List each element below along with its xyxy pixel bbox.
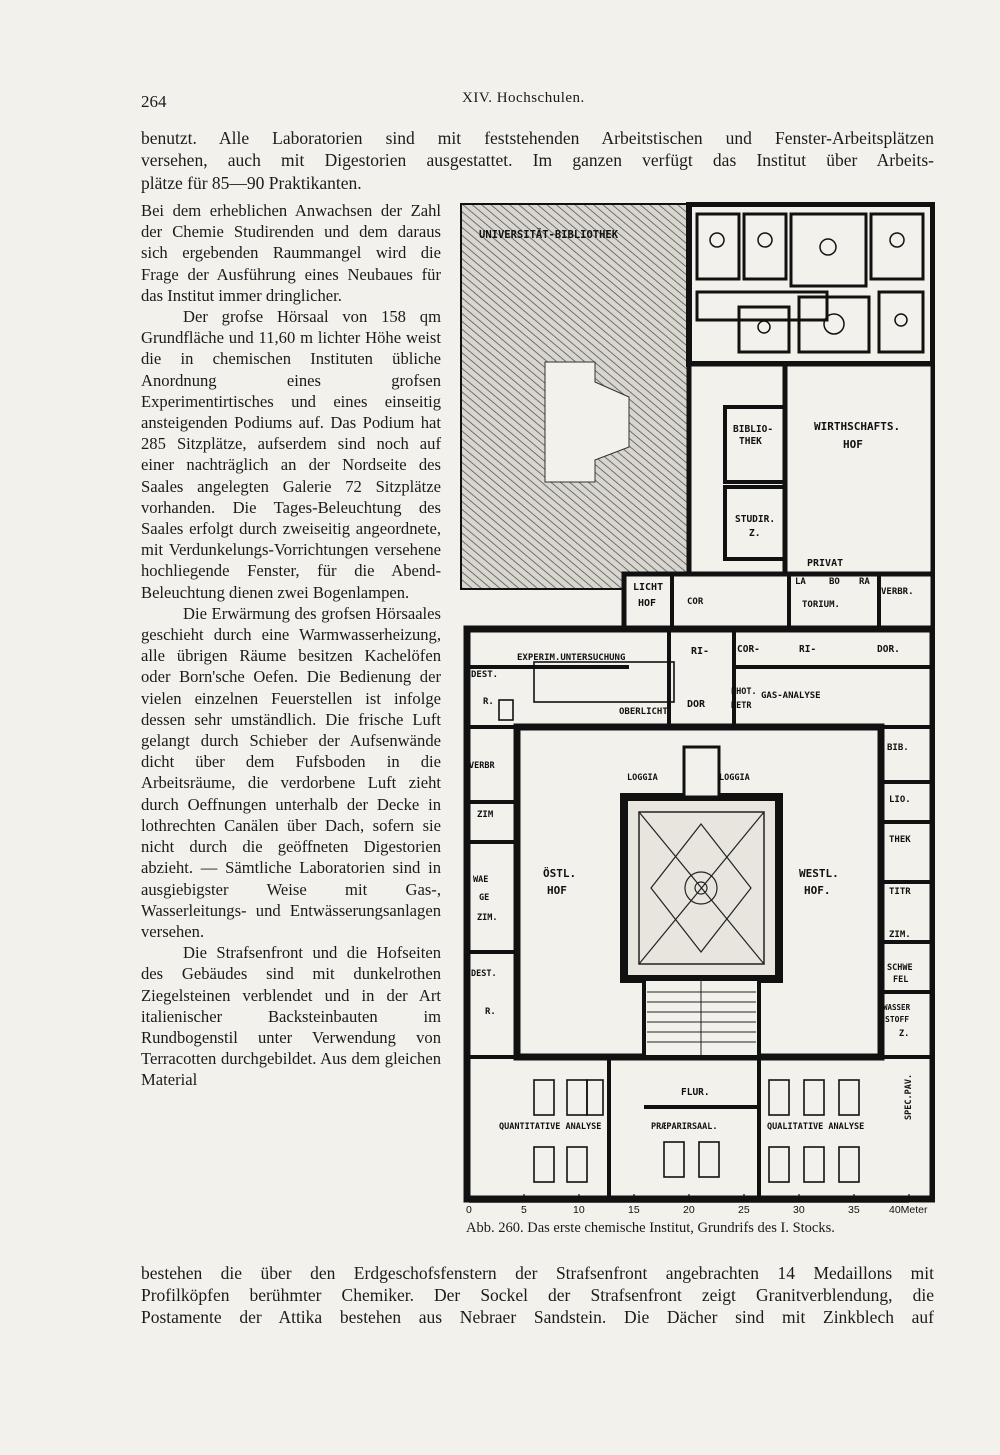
label-verbr-top: VERBR. [881, 587, 914, 597]
floor-plan-figure: UNIVERSITÄT-BIBLIOTHEK WIRTHSCHAFTS. HOF… [460, 202, 935, 1214]
label-quant: QUANTITATIVE ANALYSE [499, 1122, 601, 1132]
label-bo: BO [829, 577, 840, 587]
north-wing-ornaments [709, 232, 908, 335]
label-z: Z. [749, 528, 760, 539]
label-ri: RI- [691, 646, 709, 657]
label-oberlicht: OBERLICHT [619, 707, 668, 717]
label-licht: LICHT [633, 582, 663, 593]
text-line: bestehen die über den Erdgeschofsfenster… [141, 1263, 934, 1283]
label-westl: WESTL. [799, 867, 839, 880]
scale-tick: 5 [521, 1204, 527, 1214]
label-studir: STUDIR. [735, 514, 775, 525]
label-zim: ZIM [477, 810, 494, 820]
label-dest: DEST. [471, 670, 498, 680]
paragraph: Die Strafsenfront und die Hofseiten des … [141, 943, 441, 1090]
label-verbr: VERBR [469, 761, 495, 771]
label-hof-westl: HOF. [804, 884, 831, 897]
figure-caption: Abb. 260. Das erste chemische Institut, … [466, 1220, 835, 1236]
label-qual: QUALITATIVE ANALYSE [767, 1122, 864, 1132]
label-cor-2: COR- [737, 644, 760, 655]
label-universitaet: UNIVERSITÄT-BIBLIOTHEK [479, 227, 619, 241]
north-stair [682, 745, 721, 799]
label-experim: EXPERIM.UNTERSUCHUNG [517, 653, 625, 663]
label-specpav: SPEC.PAV. [904, 1074, 914, 1120]
label-zim-3: ZIM. [889, 930, 911, 940]
label-titr: TITR [889, 887, 911, 897]
label-hof-oestl: HOF [547, 884, 567, 897]
label-hof-licht: HOF [638, 598, 656, 609]
scale-tick: 10 [573, 1204, 585, 1214]
label-lio: LIO. [889, 795, 911, 805]
paragraph: Der grofse Hörsaal von 158 qm Grundfläch… [141, 307, 441, 602]
label-z-2: Z. [899, 1029, 909, 1039]
label-zim-2: ZIM. [477, 913, 497, 923]
text-line: Postamente der Attika bestehen aus Nebra… [141, 1307, 934, 1327]
label-flur: FLUR. [681, 1087, 710, 1098]
label-torium: TORIUM. [802, 600, 840, 610]
label-privat: PRIVAT [807, 558, 843, 569]
text-line: versehen, auch mit Digestorien ausgestat… [141, 150, 934, 170]
label-cor: COR [687, 597, 704, 607]
label-loggia-1: LOGGIA [627, 773, 658, 783]
library-courtyard [544, 361, 630, 483]
scale-tick: 0 [466, 1204, 472, 1214]
text-line: benutzt. Alle Laboratorien sind mit fest… [141, 128, 934, 148]
label-wasser: WASSER [883, 1003, 911, 1012]
label-thek-2: THEK [889, 835, 911, 845]
label-biblio: BIBLIO- [733, 424, 773, 435]
scale-tick: 25 [738, 1204, 750, 1214]
label-stoff: STOFF [885, 1015, 909, 1024]
hall-ceiling [638, 811, 765, 965]
label-fel: FEL [893, 975, 908, 985]
label-thek: THEK [739, 436, 762, 447]
label-netr: NETR [731, 701, 752, 711]
room-walls [467, 629, 933, 1199]
paragraph: Die Erwärmung des grofsen Hörsaales gesc… [141, 603, 441, 941]
label-oestl: ÖSTL. [543, 866, 576, 880]
hall-ornament [638, 811, 765, 965]
running-title: XIV. Hochschulen. [462, 90, 585, 106]
label-bib: BIB. [887, 743, 909, 753]
text-line: Profilköpfen berühmter Chemiker. Der Soc… [141, 1285, 934, 1305]
label-ge: GE [479, 893, 489, 903]
scale-tick: 30 [793, 1204, 805, 1214]
label-phot: PHOT. [731, 687, 757, 697]
wirthschaftshof [782, 361, 935, 577]
label-dor-2: DOR [687, 699, 706, 710]
label-r-2: R. [485, 1007, 496, 1017]
scale-tick: 40Meter [889, 1204, 928, 1214]
north-wing-rooms [695, 212, 925, 354]
scale-tick: 20 [683, 1204, 695, 1214]
text-line: plätze für 85—90 Praktikanten. [141, 173, 362, 193]
paragraph: Bei dem erheblichen Anwachsen der Zahl d… [141, 201, 441, 305]
label-praep: PRÆPARIRSAAL. [651, 1122, 718, 1132]
label-dor: DOR. [877, 644, 900, 655]
label-wirthschafts: WIRTHSCHAFTS. [814, 420, 900, 433]
north-wing [686, 202, 935, 367]
label-r: R. [483, 697, 494, 707]
label-ra: RA [859, 577, 870, 587]
stair-steps [647, 979, 756, 1057]
label-la: LA [795, 577, 806, 587]
scale-tick: 35 [848, 1204, 860, 1214]
page-number: 264 [141, 92, 167, 111]
label-schwe: SCHWE [887, 963, 913, 973]
scale-tick: 15 [628, 1204, 640, 1214]
text-column: Bei dem erheblichen Anwachsen der Zahl d… [141, 200, 441, 1091]
label-gasanalyse: GAS-ANALYSE [761, 691, 821, 701]
label-ri-2: RI- [799, 644, 816, 655]
scale-bar: 0 5 10 15 20 25 30 35 40Meter [466, 1194, 928, 1214]
label-dest-2: DEST. [471, 969, 497, 979]
lab-tables [498, 661, 860, 1183]
label-loggia-2: LOGGIA [719, 773, 750, 783]
label-hof: HOF [843, 438, 863, 451]
label-wae: WAE [473, 875, 488, 885]
